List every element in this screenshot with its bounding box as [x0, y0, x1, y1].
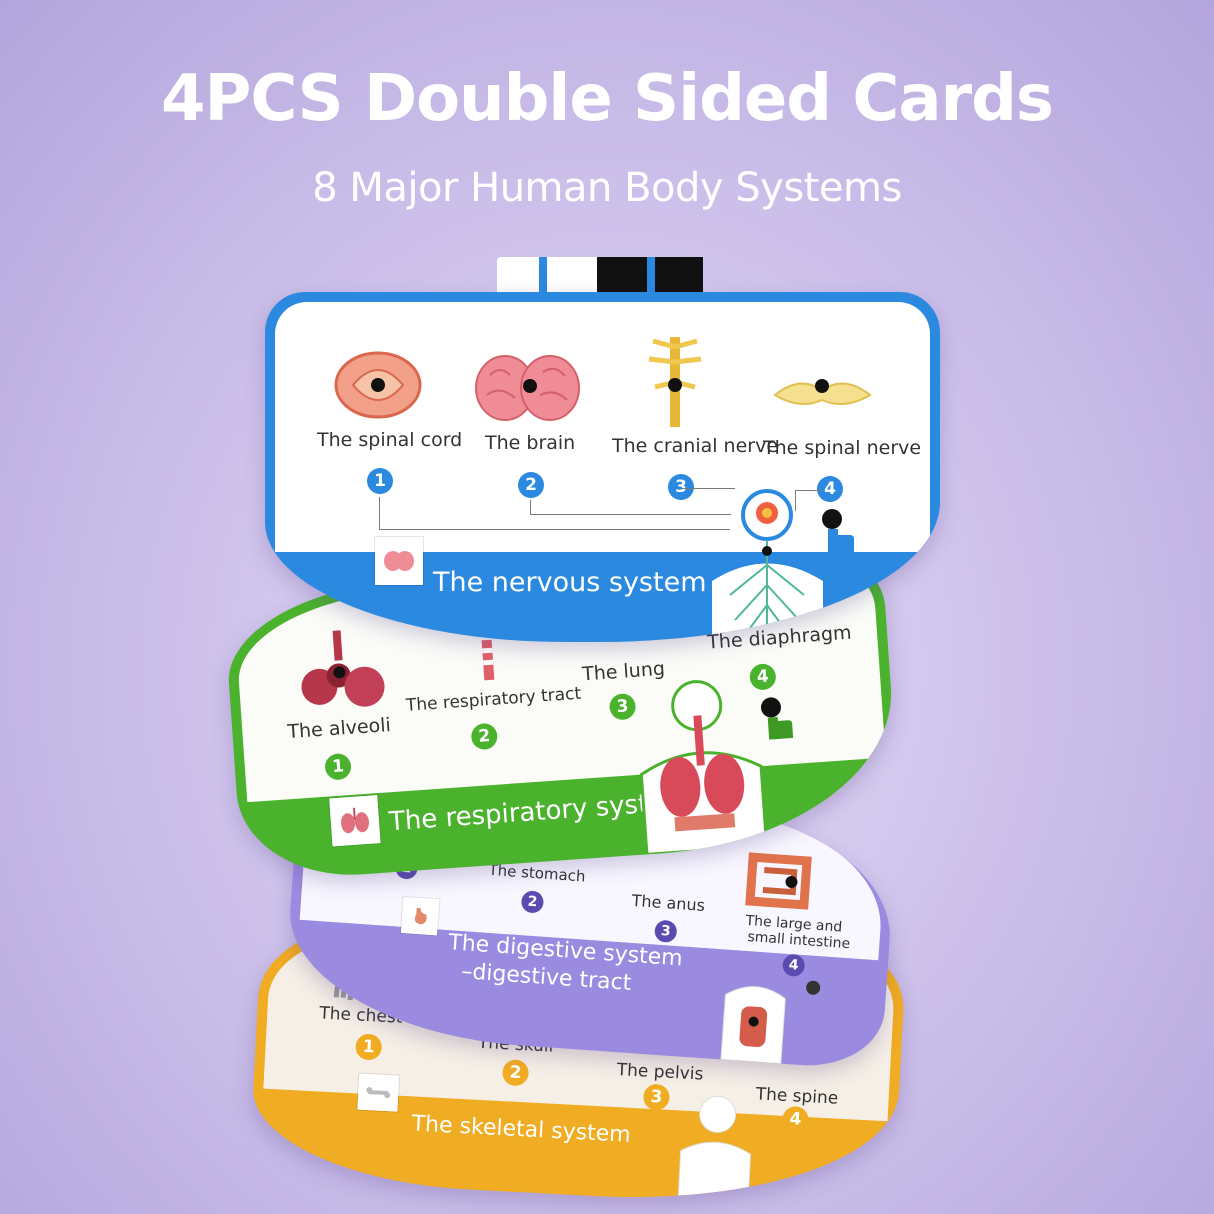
- nervous-title: The nervous system: [433, 567, 707, 598]
- cranial-nerve-icon: [648, 337, 702, 427]
- lungs-icon: [329, 795, 381, 847]
- number-badge: 2: [518, 472, 544, 498]
- finger-press-icon: [805, 980, 821, 996]
- brain-icon: [475, 355, 580, 421]
- number-badge: 3: [668, 474, 694, 500]
- stomach-icon: [400, 896, 440, 936]
- label-brain: The brain: [485, 432, 576, 454]
- label-cranial-nerve: The cranial nerve: [612, 435, 779, 457]
- subline: 8 Major Human Body Systems: [312, 165, 902, 211]
- connector-line: [379, 497, 730, 530]
- headline: 4PCS Double Sided Cards: [160, 62, 1054, 136]
- spinal-cord-icon: [334, 351, 422, 419]
- respiratory-tract-icon: [481, 639, 495, 681]
- connector-line: [795, 490, 821, 511]
- finger-press-icon: [760, 697, 794, 740]
- body-outline-icon: [720, 986, 786, 1065]
- label-spinal-nerve: The spinal nerve: [763, 437, 922, 459]
- spinal-nerve-icon: [773, 379, 872, 405]
- bone-icon: [357, 1073, 400, 1112]
- body-outline-icon: [677, 1095, 752, 1205]
- body-outline-icon: [639, 680, 769, 856]
- number-badge: 1: [367, 468, 393, 494]
- card-nervous: The spinal cord The brain The cranial ne…: [265, 292, 940, 642]
- number-badge: 4: [817, 476, 843, 502]
- body-outline-icon: [708, 489, 827, 642]
- label-spinal-cord: The spinal cord: [317, 429, 463, 451]
- connector-line: [530, 500, 731, 515]
- skeletal-title: The skeletal system: [411, 1111, 632, 1148]
- card-digestive: The stomach The anus The large and small…: [282, 779, 898, 1071]
- connector-line: [680, 488, 735, 490]
- finger-press-icon: [822, 509, 854, 553]
- brain-icon: [375, 537, 423, 585]
- number-badge: 4: [781, 1105, 810, 1134]
- intestine-icon: [745, 852, 812, 910]
- alveoli-icon: [301, 630, 385, 707]
